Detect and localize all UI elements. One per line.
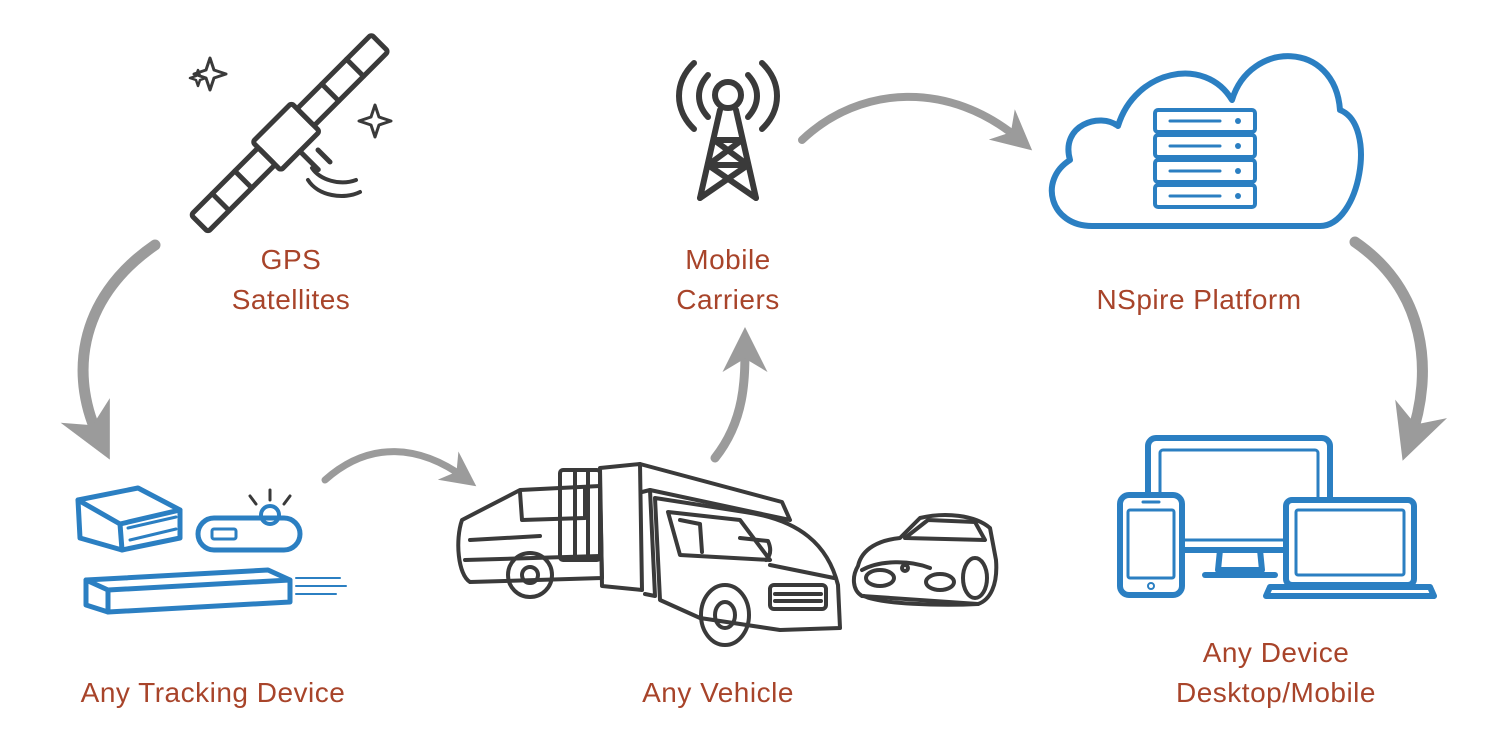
nspire-label-line1: NSpire Platform: [1096, 284, 1302, 315]
arrow-mobile-to-nspire: [798, 92, 1033, 151]
arrow-nspire-to-device: [1349, 236, 1447, 461]
truck-icon: [456, 468, 604, 599]
device-label-line2: Desktop/Mobile: [1176, 677, 1376, 708]
nspire-platform-label: NSpire Platform: [1049, 280, 1349, 320]
tracking-devices-icon: [75, 485, 347, 615]
arrow-gps-to-tracking: [60, 239, 161, 460]
gps-label-line1: GPS: [260, 244, 322, 275]
satellite-icon: [188, 33, 393, 234]
device-label-line1: Any Device: [1202, 637, 1350, 668]
device-label: Any Device Desktop/Mobile: [1116, 633, 1436, 713]
gps-satellites-label: GPS Satellites: [181, 240, 401, 320]
gps-label-line2: Satellites: [231, 284, 351, 315]
cell-tower-icon: [676, 60, 780, 201]
cloud-server-icon: [1048, 53, 1364, 229]
car-icon: [851, 513, 999, 607]
tracking-device-label: Any Tracking Device: [33, 673, 393, 713]
mobile-carriers-label: Mobile Carriers: [618, 240, 838, 320]
flow-arrows: [60, 92, 1447, 487]
vehicle-label-line1: Any Vehicle: [642, 677, 794, 708]
devices-icon: [1117, 435, 1437, 599]
arrow-tracking-to-vehicle: [321, 448, 477, 487]
vehicles-icon: [456, 462, 999, 647]
tracking-label-line1: Any Tracking Device: [80, 677, 346, 708]
phone-icon: [1117, 492, 1185, 598]
box-van-icon: [598, 462, 842, 647]
vehicle-label: Any Vehicle: [568, 673, 868, 713]
laptop-icon: [1263, 497, 1437, 599]
arrow-vehicle-to-mobile: [710, 327, 768, 463]
mobile-label-line1: Mobile: [685, 244, 771, 275]
mobile-label-line2: Carriers: [676, 284, 780, 315]
